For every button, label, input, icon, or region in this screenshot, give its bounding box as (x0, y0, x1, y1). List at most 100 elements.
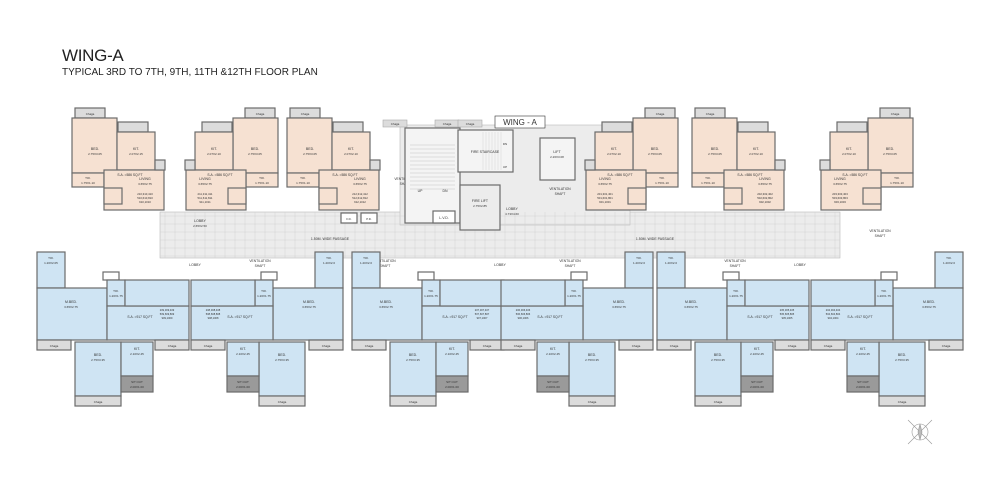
toilet-dim: 1.20X1.75 (257, 294, 271, 298)
lift-label: LIFT (553, 150, 561, 154)
sit-out-dim: 2.00X1.00 (445, 385, 459, 389)
dining-area (439, 279, 505, 307)
chajja (819, 159, 831, 171)
shaft-ss (417, 271, 435, 281)
living-room (726, 305, 810, 341)
bedroom (71, 117, 118, 174)
sit-out (226, 375, 260, 393)
vent-shaft-label: SHAFT (875, 234, 886, 238)
flat-numbers: 912,1012 (354, 200, 366, 204)
toilet-attached (36, 251, 66, 289)
flat-numbers: 206,306,406 (516, 308, 531, 312)
super-area-label: S.A. =917 SQ.FT (537, 315, 562, 319)
chajja-label: Chajja (409, 400, 418, 404)
kitchen (594, 131, 634, 171)
core-lobby-label: LOBBY (506, 207, 518, 211)
chajja (810, 339, 846, 351)
kitchen (331, 131, 371, 171)
bedroom (867, 117, 914, 174)
kitchen (120, 341, 154, 377)
wing-label-box (494, 115, 546, 129)
chajja-label: Chajja (50, 344, 59, 348)
fire-lift-dim: 2.75X2.85 (473, 204, 487, 208)
bedroom-dim: 2.75X3.35 (406, 358, 420, 362)
toilet-label: TOI. (48, 256, 54, 260)
chajja (332, 121, 364, 133)
kitchen (736, 131, 776, 171)
vent-shaft-label: SHAFT (565, 264, 576, 268)
master-bedroom-dim: 3.65X2.75 (612, 305, 626, 309)
master-bedroom-label: M.BED. (613, 300, 625, 304)
sit-out-label: SIT OUT (237, 380, 249, 384)
chajja (656, 339, 692, 351)
bedroom-label: BED. (306, 147, 314, 151)
toilet-label: TOI. (259, 176, 265, 180)
bedroom-dim: 2.75X3.35 (585, 358, 599, 362)
chajja (618, 339, 654, 351)
super-area-label: S.A. =586 SQ.FT (842, 173, 867, 177)
flat-numbers: 908,1008 (208, 316, 219, 320)
flat-numbers: 907,1007 (477, 316, 488, 320)
chajja-label: Chajja (391, 122, 400, 126)
super-area-label: S.A. =917 SQ.FT (227, 315, 252, 319)
living-room (500, 305, 584, 341)
toilet-label: TOI. (705, 176, 711, 180)
fire-staircase-label: FIRE STAIRCASE (471, 150, 500, 154)
vent-shaft-label: SHAFT (730, 264, 741, 268)
flat-numbers: 506,606,806 (516, 312, 531, 316)
master-bedroom (892, 287, 964, 341)
flat-numbers: 902,1002 (759, 200, 771, 204)
flat-numbers: 505,605,805 (780, 312, 795, 316)
chajja (601, 121, 633, 133)
toilet-dim: 1.20X1.75 (424, 294, 438, 298)
bedroom-dim: 2.75X3.35 (91, 358, 105, 362)
toilet-small (627, 187, 647, 205)
chajja-label: Chajja (588, 400, 597, 404)
chajja-label: Chajja (714, 400, 723, 404)
chajja-label: Chajja (443, 122, 452, 126)
staircase (404, 127, 461, 224)
chajja-label: Chajja (632, 344, 641, 348)
kitchen-dim: 2.10X2.45 (856, 352, 870, 356)
kitchen-label: KIT. (211, 147, 217, 151)
flat-numbers: 211,311,411 (198, 192, 213, 196)
bottom-unit-6: TOI.1.20X2.0M.BED.3.65X2.75ChajjaTOI.1.2… (810, 251, 964, 407)
lvd-label: L.V.D. (439, 216, 448, 220)
chajja (836, 121, 868, 133)
bedroom (232, 117, 279, 174)
vent-shaft-label: VENTILATION (374, 259, 396, 263)
toilet (874, 279, 894, 307)
chajja (568, 395, 616, 407)
flat-numbers: 507,607,807 (475, 312, 490, 316)
sit-out-dim: 2.00X1.00 (130, 385, 144, 389)
top-unit-3: ChajjaBED.2.75X3.05KIT.2.07X2.10TOI.1.75… (286, 107, 381, 211)
living-room (190, 305, 274, 341)
vent-shaft-label: VENTILATION (549, 187, 571, 191)
chajja-label: Chajja (898, 400, 907, 404)
kitchen-label: KIT. (753, 147, 759, 151)
toilet-label: TOI. (300, 176, 306, 180)
lvd-room (432, 210, 456, 224)
flat-numbers: 909,1009 (162, 316, 173, 320)
dining-area (500, 279, 566, 307)
living-dim: 3.65X2.75 (353, 182, 367, 186)
wing-label: WING - A (503, 118, 537, 127)
kitchen (194, 131, 234, 171)
passage-label-right: 1.50M. WIDE PASSAGE (636, 237, 675, 241)
chajja (389, 395, 437, 407)
chajja-label: Chajja (94, 400, 103, 404)
master-bedroom-label: M.BED. (303, 300, 315, 304)
toilet-label: TOI. (636, 256, 642, 260)
flat-numbers: 905,1005 (782, 316, 793, 320)
master-bedroom (351, 287, 423, 341)
flat-numbers: 212,312,412 (352, 192, 368, 196)
bedroom-dim: 2.75X3.05 (248, 152, 262, 156)
toilet-dim: 1.20X1.75 (729, 294, 743, 298)
chajja (457, 119, 483, 128)
chajja-label: Chajja (824, 344, 833, 348)
master-bedroom-label: M.BED. (65, 300, 77, 304)
chajja-label: Chajja (788, 344, 797, 348)
toilet-attached (656, 251, 686, 289)
bedroom-dim: 2.75X3.35 (275, 358, 289, 362)
